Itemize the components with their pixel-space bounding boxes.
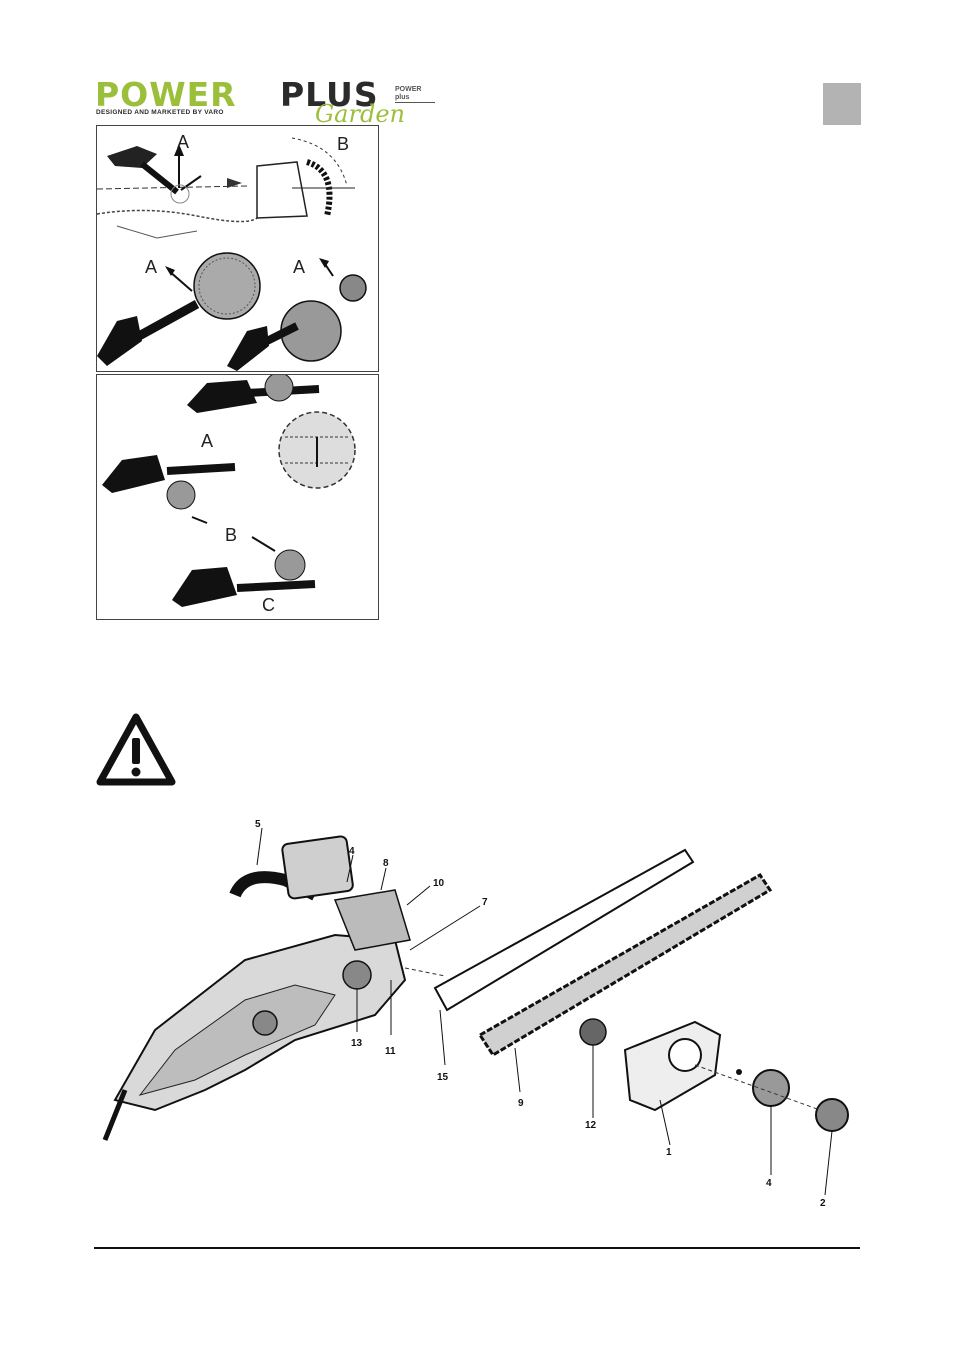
label-c-bottom: C xyxy=(262,595,275,615)
part-number-1: 1 xyxy=(666,1147,672,1158)
logo-word-plus: PLUS xyxy=(280,75,379,114)
label-b-top: B xyxy=(337,134,349,154)
kickback-illustration: A B A A xyxy=(97,132,367,371)
part-number-2: 2 xyxy=(820,1198,826,1209)
part-number-15: 15 xyxy=(437,1072,449,1083)
logo-word-power: POWER xyxy=(95,75,237,114)
label-a-pull: A xyxy=(201,431,213,451)
part-number-13: 13 xyxy=(351,1038,363,1049)
part-number-8: 8 xyxy=(383,858,389,869)
part-number-4-top: 4 xyxy=(349,846,355,857)
pinch-figure-panel: A B C xyxy=(96,374,379,620)
logo-tagline: DESIGNED AND MARKETED BY VARO xyxy=(96,109,224,116)
logo-mini-mark: POWER plus xyxy=(395,86,435,103)
logo-script-garden: Garden xyxy=(315,100,405,128)
exploded-parts-diagram: 5 4 8 10 7 13 11 15 9 12 1 4 2 xyxy=(95,810,865,1210)
pinch-pull-push-illustration: A B C xyxy=(102,375,356,615)
part-number-11: 11 xyxy=(385,1046,396,1057)
part-number-9: 9 xyxy=(518,1098,524,1109)
label-a-left: A xyxy=(145,257,157,277)
brand-logo: POWER PLUS Garden DESIGNED AND MARKETED … xyxy=(95,78,435,128)
label-a-top: A xyxy=(177,132,189,152)
label-a-right: A xyxy=(293,257,305,277)
language-tab-box xyxy=(823,83,861,125)
part-number-12: 12 xyxy=(585,1120,597,1131)
part-number-7: 7 xyxy=(482,897,488,908)
warning-triangle-icon xyxy=(96,712,176,788)
footer-rule xyxy=(94,1247,860,1249)
part-number-5: 5 xyxy=(255,819,261,830)
kickback-figure-panel: A B A A xyxy=(96,125,379,372)
part-number-4-bottom: 4 xyxy=(766,1178,772,1189)
part-number-10: 10 xyxy=(433,878,445,889)
label-b-push: B xyxy=(225,525,237,545)
